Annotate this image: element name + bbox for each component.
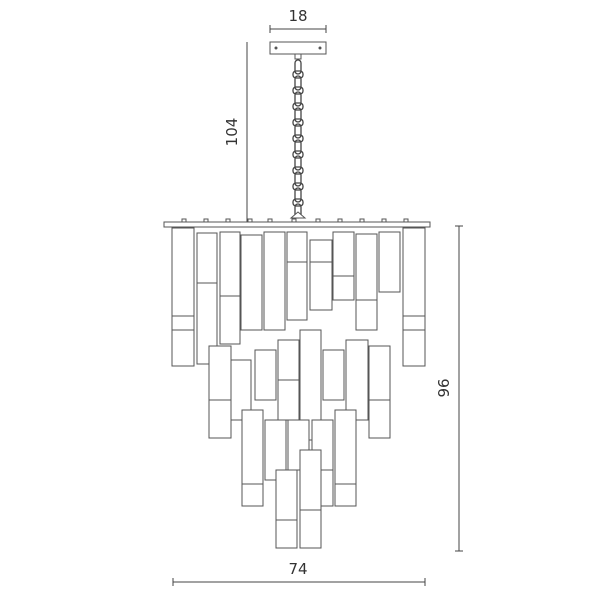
crystal-rod [240,234,263,331]
frame-stud [247,218,253,223]
chain-link [292,182,304,191]
crystal-rod [299,329,322,441]
crystal-rod [230,359,252,421]
crystal-rod [378,231,401,293]
chain-link [292,70,304,79]
frame-stud [315,218,321,223]
frame-stud [225,218,231,223]
crystal-rod [171,227,195,367]
crystal-rod [332,231,355,301]
crystal-rod [275,469,298,549]
crystal-rod [241,409,264,507]
top-frame [163,211,431,228]
chain-hook [289,211,307,219]
chain-link [294,155,302,171]
chain-link [294,59,302,75]
chain-link [294,171,302,187]
chain-link [292,150,304,159]
chain-link [292,102,304,111]
crystal-rod [263,231,286,331]
suspension-chain [292,59,304,219]
body-height-label: 96 [435,378,453,397]
body-height-dimension: 96 [435,225,463,552]
crystal-rod [402,227,426,367]
crystal-rod [355,233,378,331]
crystal-rod [208,345,232,439]
canopy-width-label: 18 [288,7,307,25]
crystal-rod [299,449,322,549]
crystal-rod [334,409,357,507]
ceiling-canopy [269,41,327,60]
frame-stud [403,218,409,223]
chain-link [294,75,302,91]
frame-stud [181,218,187,223]
frame-stud [203,218,209,223]
crystal-rod [286,231,308,321]
chain-link [292,86,304,95]
hanging-length-dimension: 104 [223,42,248,225]
chain-link [292,198,304,207]
crystal-rod [254,349,277,401]
hanging-length-label: 104 [223,118,241,147]
crystal-rods [171,227,426,549]
canopy-width-dimension: 18 [269,7,327,33]
canopy-plate [269,41,327,55]
frame-stud [381,218,387,223]
body-width-label: 74 [288,560,307,578]
frame-stud [267,218,273,223]
body-width-dimension: 74 [172,560,426,586]
chain-link [294,187,302,203]
crystal-rod [368,345,391,439]
chain-link [294,139,302,155]
crystal-rod [309,239,333,311]
chain-link [292,134,304,143]
frame-studs [181,218,409,223]
frame-stud [359,218,365,223]
chain-link [292,118,304,127]
crystal-rod [196,232,218,365]
crystal-rod [345,339,369,421]
chain-link [294,107,302,123]
chain-link [294,91,302,107]
crystal-rod [219,231,241,345]
chain-link [292,166,304,175]
frame-ring [163,221,431,228]
crystal-rod [322,349,345,401]
frame-stud [337,218,343,223]
frame-stud [291,218,297,223]
chain-link [294,123,302,139]
